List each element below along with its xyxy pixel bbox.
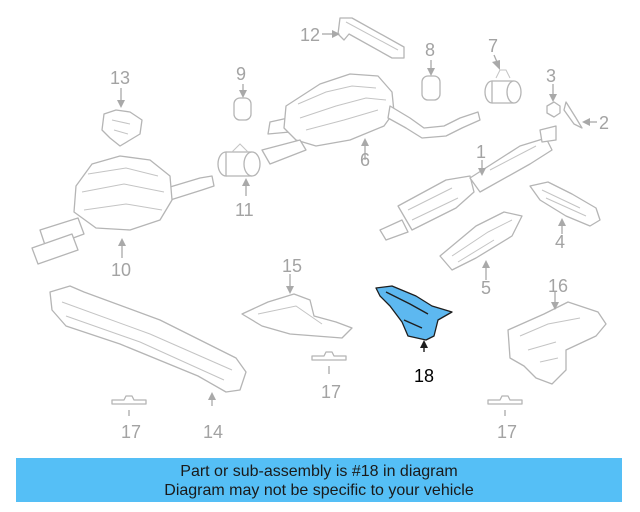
callout-8: 8 xyxy=(425,40,435,60)
callout-7: 7 xyxy=(488,36,498,56)
part-12-bracket: 12 xyxy=(300,17,405,59)
callout-1: 1 xyxy=(476,142,486,162)
callout-18: 18 xyxy=(414,366,434,386)
callout-5: 5 xyxy=(481,278,491,298)
part-10-muffler: 10 xyxy=(31,155,215,280)
part-18-heat-shield-highlighted: 18 xyxy=(375,285,453,386)
info-banner: Part or sub-assembly is #18 in diagram D… xyxy=(16,458,622,502)
part-13-mount: 13 xyxy=(101,68,143,147)
callout-14: 14 xyxy=(203,422,223,442)
part-17-clip-a: 17 xyxy=(111,395,147,442)
part-5-heat-shield: 5 xyxy=(439,211,523,298)
callout-12: 12 xyxy=(300,25,320,45)
callout-3: 3 xyxy=(546,66,556,86)
part-15-heat-shield: 15 xyxy=(241,256,353,339)
part-11-clamp: 11 xyxy=(217,143,261,220)
callout-6: 6 xyxy=(360,150,370,170)
callout-2: 2 xyxy=(599,113,609,133)
callout-4: 4 xyxy=(555,232,565,252)
callout-15: 15 xyxy=(282,256,302,276)
callout-17c: 17 xyxy=(497,422,517,442)
parts-diagram: 12 8 7 3 2 9 xyxy=(31,17,609,442)
banner-line-2: Diagram may not be specific to your vehi… xyxy=(164,482,474,499)
banner-line-1: Part or sub-assembly is #18 in diagram xyxy=(180,463,458,480)
callout-11: 11 xyxy=(235,200,254,220)
part-2-gasket: 2 xyxy=(563,101,609,133)
callout-17a: 17 xyxy=(121,422,141,442)
part-7-clamp: 7 xyxy=(484,36,522,104)
part-6-muffler: 6 xyxy=(261,73,481,170)
part-4-heat-shield: 4 xyxy=(529,181,601,252)
part-8-hanger: 8 xyxy=(421,40,441,101)
part-1-converter: 1 xyxy=(379,125,557,241)
part-14-crossmember: 14 xyxy=(49,285,247,442)
callout-17b: 17 xyxy=(321,382,341,402)
callout-13: 13 xyxy=(110,68,130,88)
callout-9: 9 xyxy=(236,64,246,84)
part-9-hanger: 9 xyxy=(233,64,252,121)
part-3-nut: 3 xyxy=(546,66,561,118)
callout-10: 10 xyxy=(111,260,131,280)
part-17-clip-b: 17 xyxy=(311,351,347,402)
part-17-clip-c: 17 xyxy=(487,395,523,442)
part-16-bracket: 16 xyxy=(507,276,607,385)
callout-16: 16 xyxy=(548,276,568,296)
